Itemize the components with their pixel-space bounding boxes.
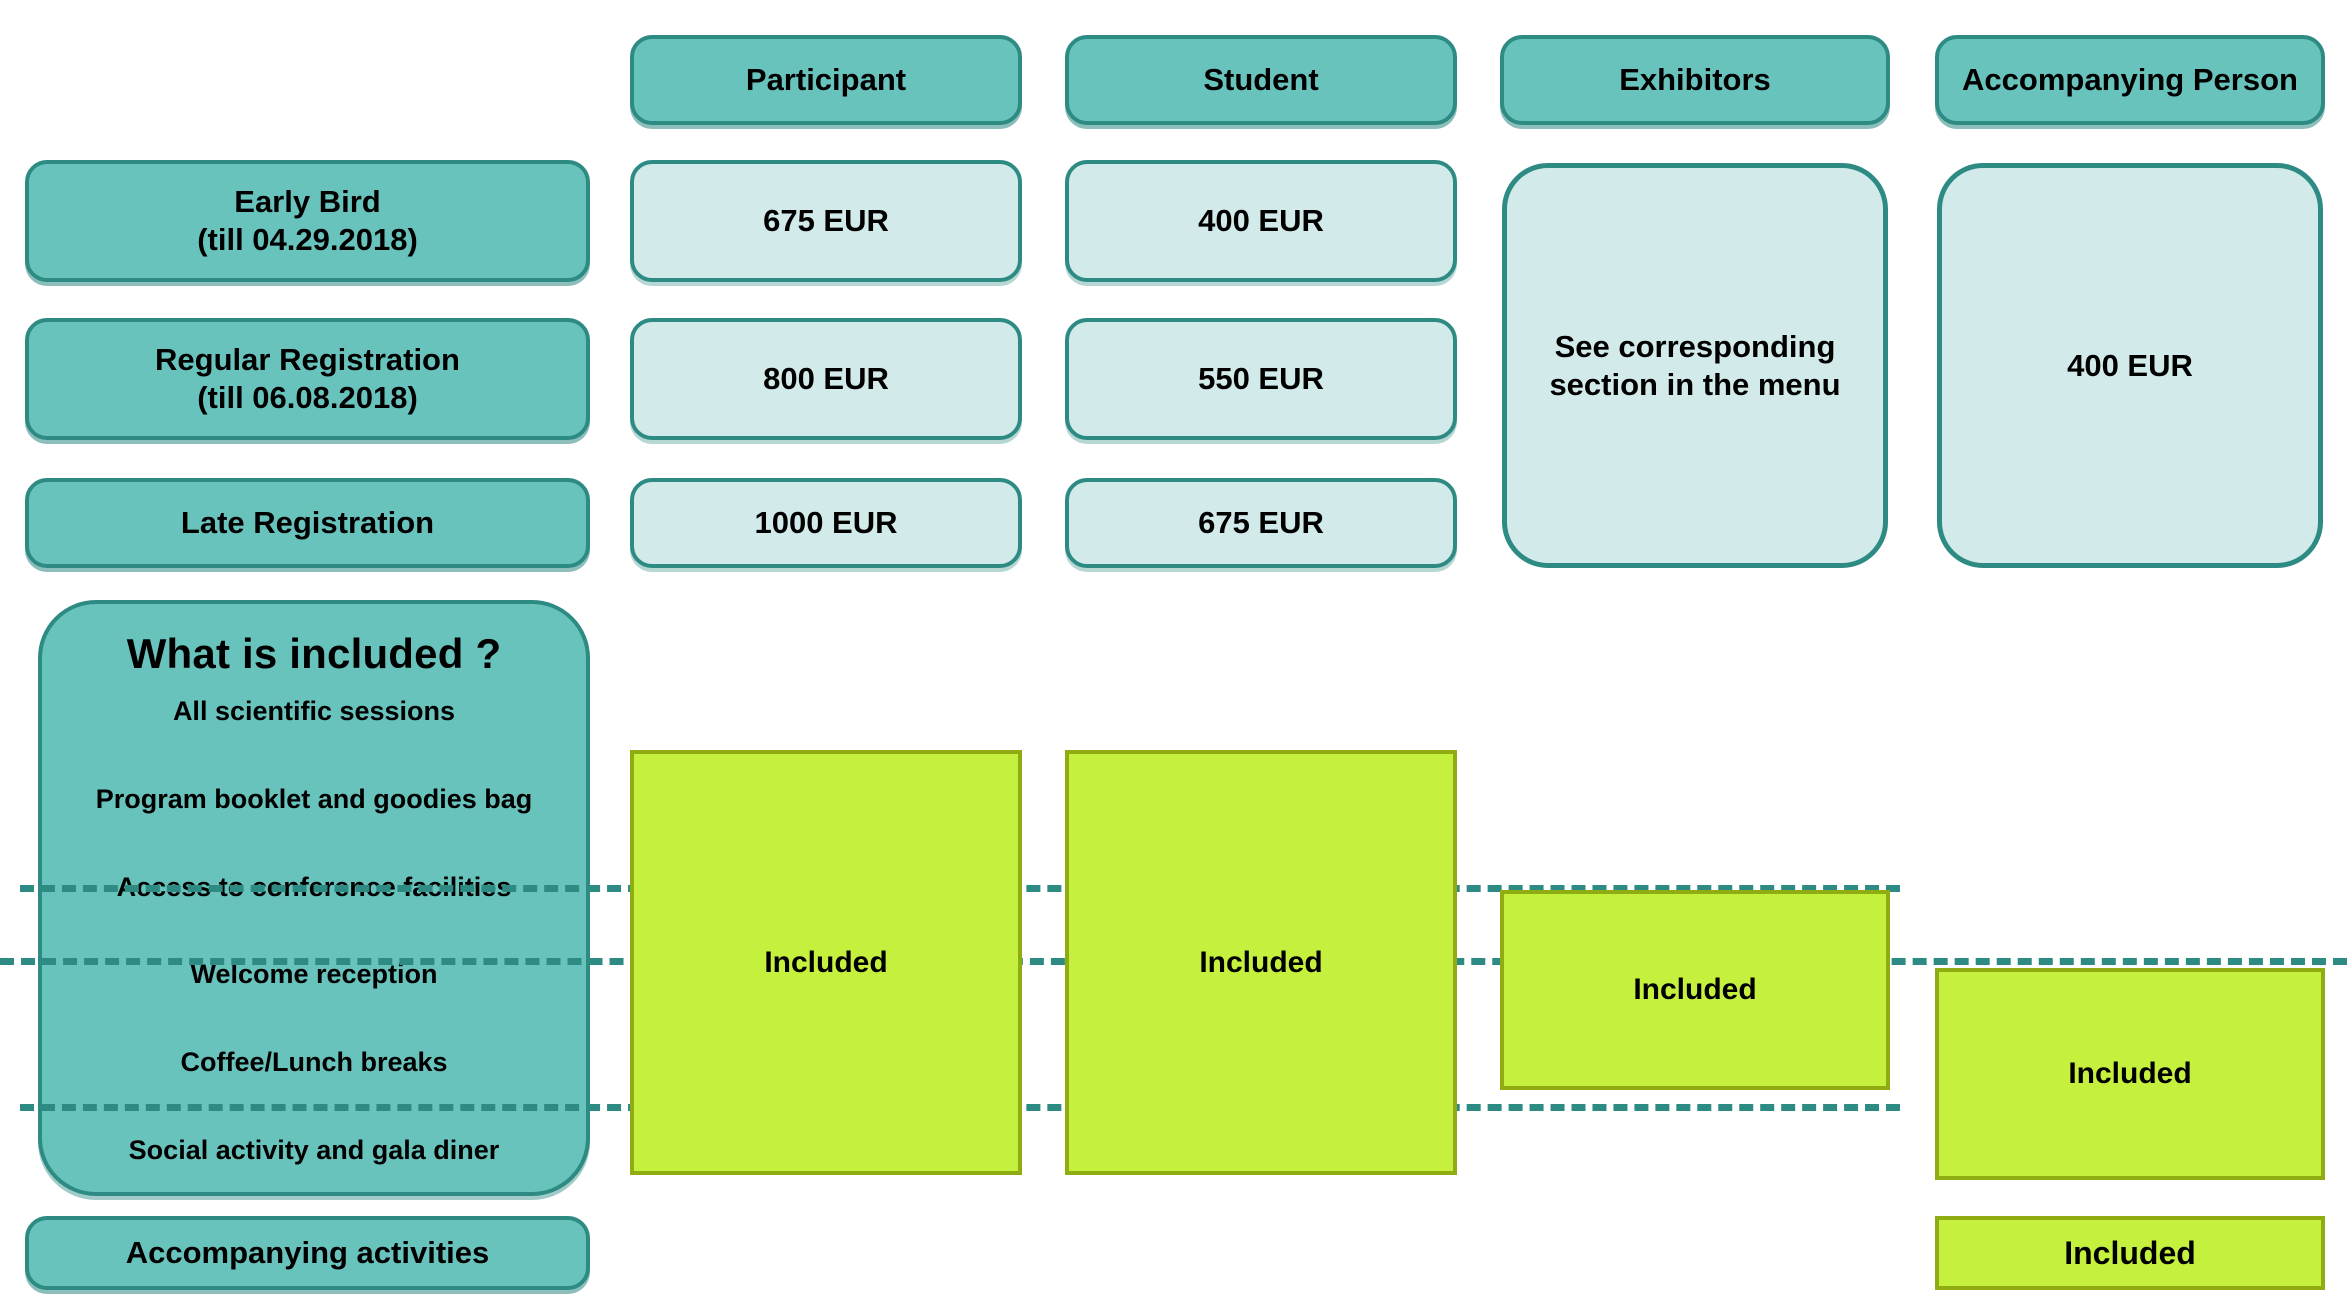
row-label-accompanying-activities[interactable]: Accompanying activities: [25, 1216, 590, 1290]
column-header-accompanying-person[interactable]: Accompanying Person: [1935, 35, 2325, 125]
column-header-student[interactable]: Student: [1065, 35, 1457, 125]
included-block-exhibitors[interactable]: Included: [1500, 890, 1890, 1090]
column-header-participant[interactable]: Participant: [630, 35, 1022, 125]
price-late-student-value: 675 EUR: [1198, 505, 1324, 541]
included-block-accompanying-activities[interactable]: Included: [1935, 1216, 2325, 1290]
list-item: All scientific sessions: [172, 696, 456, 726]
price-regular-participant-value: 800 EUR: [763, 361, 889, 397]
list-item: Program booklet and goodies bag: [95, 783, 533, 814]
accompanying-person-price-value: 400 EUR: [2067, 347, 2193, 383]
row-label-late-registration[interactable]: Late Registration: [25, 478, 590, 568]
price-early-bird-student[interactable]: 400 EUR: [1065, 160, 1457, 282]
price-early-bird-participant-value: 675 EUR: [763, 203, 889, 239]
price-late-participant-value: 1000 EUR: [754, 505, 898, 541]
row-label-regular-registration-line2: (till 06.08.2018): [197, 380, 418, 415]
row-label-regular-registration-line1: Regular Registration: [155, 342, 460, 378]
price-regular-student[interactable]: 550 EUR: [1065, 318, 1457, 440]
included-block-student-label: Included: [1199, 945, 1323, 979]
price-early-bird-participant[interactable]: 675 EUR: [630, 160, 1022, 282]
column-header-accompanying-person-label: Accompanying Person: [1962, 62, 2298, 98]
price-regular-participant[interactable]: 800 EUR: [630, 318, 1022, 440]
row-label-early-bird-line2: (till 04.29.2018): [197, 222, 418, 257]
column-header-exhibitors[interactable]: Exhibitors: [1500, 35, 1890, 125]
included-block-accompanying-person[interactable]: Included: [1935, 968, 2325, 1180]
price-late-student[interactable]: 675 EUR: [1065, 478, 1457, 568]
exhibitors-note-line1: See corresponding: [1554, 328, 1836, 364]
row-label-early-bird[interactable]: Early Bird (till 04.29.2018): [25, 160, 590, 282]
what-is-included-list: All scientific sessions Program booklet …: [42, 678, 586, 1192]
row-label-accompanying-activities-label: Accompanying activities: [125, 1235, 490, 1271]
accompanying-person-price-cell[interactable]: 400 EUR: [1937, 163, 2323, 568]
list-item: Coffee/Lunch breaks: [180, 1047, 448, 1078]
row-label-regular-registration[interactable]: Regular Registration (till 06.08.2018): [25, 318, 590, 440]
price-late-participant[interactable]: 1000 EUR: [630, 478, 1022, 568]
column-header-exhibitors-label: Exhibitors: [1619, 62, 1771, 98]
row-label-early-bird-line1: Early Bird: [234, 184, 381, 220]
price-regular-student-value: 550 EUR: [1198, 361, 1324, 397]
included-block-accompanying-activities-label: Included: [2064, 1234, 2196, 1271]
column-header-participant-label: Participant: [745, 62, 907, 98]
price-early-bird-student-value: 400 EUR: [1198, 203, 1324, 239]
included-block-student[interactable]: Included: [1065, 750, 1457, 1175]
list-item: Social activity and gala diner: [128, 1134, 500, 1165]
exhibitors-note-cell[interactable]: See corresponding section in the menu: [1502, 163, 1888, 568]
included-block-exhibitors-label: Included: [1633, 973, 1757, 1006]
what-is-included-title: What is included ?: [126, 630, 502, 677]
included-block-accompanying-person-label: Included: [2068, 1057, 2192, 1090]
included-block-participant[interactable]: Included: [630, 750, 1022, 1175]
included-block-participant-label: Included: [764, 945, 888, 979]
row-label-late-registration-line1: Late Registration: [180, 505, 435, 541]
exhibitors-note-line2: section in the menu: [1549, 366, 1841, 402]
column-header-student-label: Student: [1203, 62, 1319, 98]
